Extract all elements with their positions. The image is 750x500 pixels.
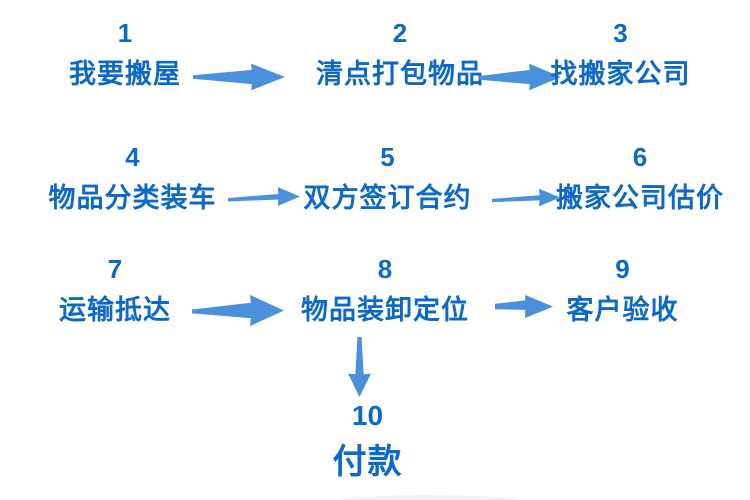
step-number: 7 <box>107 254 123 284</box>
step-9: 9 客户验收 <box>545 256 700 326</box>
step-5: 5 双方签订合约 <box>300 144 475 214</box>
step-label: 清点打包物品 <box>316 59 484 89</box>
step-3: 3 找搬家公司 <box>538 20 703 90</box>
step-label: 双方签订合约 <box>303 183 472 213</box>
step-8: 8 物品装卸定位 <box>295 256 475 326</box>
arrow-right-icon <box>192 292 284 329</box>
step-number: 1 <box>117 18 133 48</box>
step-label: 我要搬屋 <box>69 59 181 89</box>
step-label: 付款 <box>332 443 403 481</box>
step-label: 物品装卸定位 <box>301 295 469 325</box>
arrow-right-icon <box>228 183 300 211</box>
step-number: 8 <box>377 254 393 284</box>
step-7: 7 运输抵达 <box>40 256 190 326</box>
step-label: 运输抵达 <box>59 295 171 325</box>
step-number: 3 <box>613 18 628 48</box>
arrow-right-icon <box>492 185 560 211</box>
step-10: 10 付款 <box>300 402 435 481</box>
arrow-right-icon <box>479 60 561 94</box>
step-number: 5 <box>380 142 395 172</box>
step-number: 10 <box>351 400 384 431</box>
step-number: 4 <box>125 142 140 172</box>
step-label: 找搬家公司 <box>550 59 691 89</box>
arrow-right-icon <box>193 60 285 94</box>
step-1: 1 我要搬屋 <box>40 20 210 90</box>
step-label: 物品分类装车 <box>48 183 217 213</box>
arrow-right-icon <box>495 293 553 320</box>
step-2: 2 清点打包物品 <box>305 20 495 90</box>
step-label: 搬家公司估价 <box>556 183 724 213</box>
step-6: 6 搬家公司估价 <box>550 144 730 214</box>
cutoff-artifact <box>320 495 535 500</box>
step-label: 客户验收 <box>566 295 679 325</box>
arrow-down-icon <box>347 337 372 397</box>
step-number: 9 <box>615 254 630 284</box>
step-4: 4 物品分类装车 <box>40 144 225 214</box>
step-number: 2 <box>392 18 408 48</box>
step-number: 6 <box>632 142 648 172</box>
